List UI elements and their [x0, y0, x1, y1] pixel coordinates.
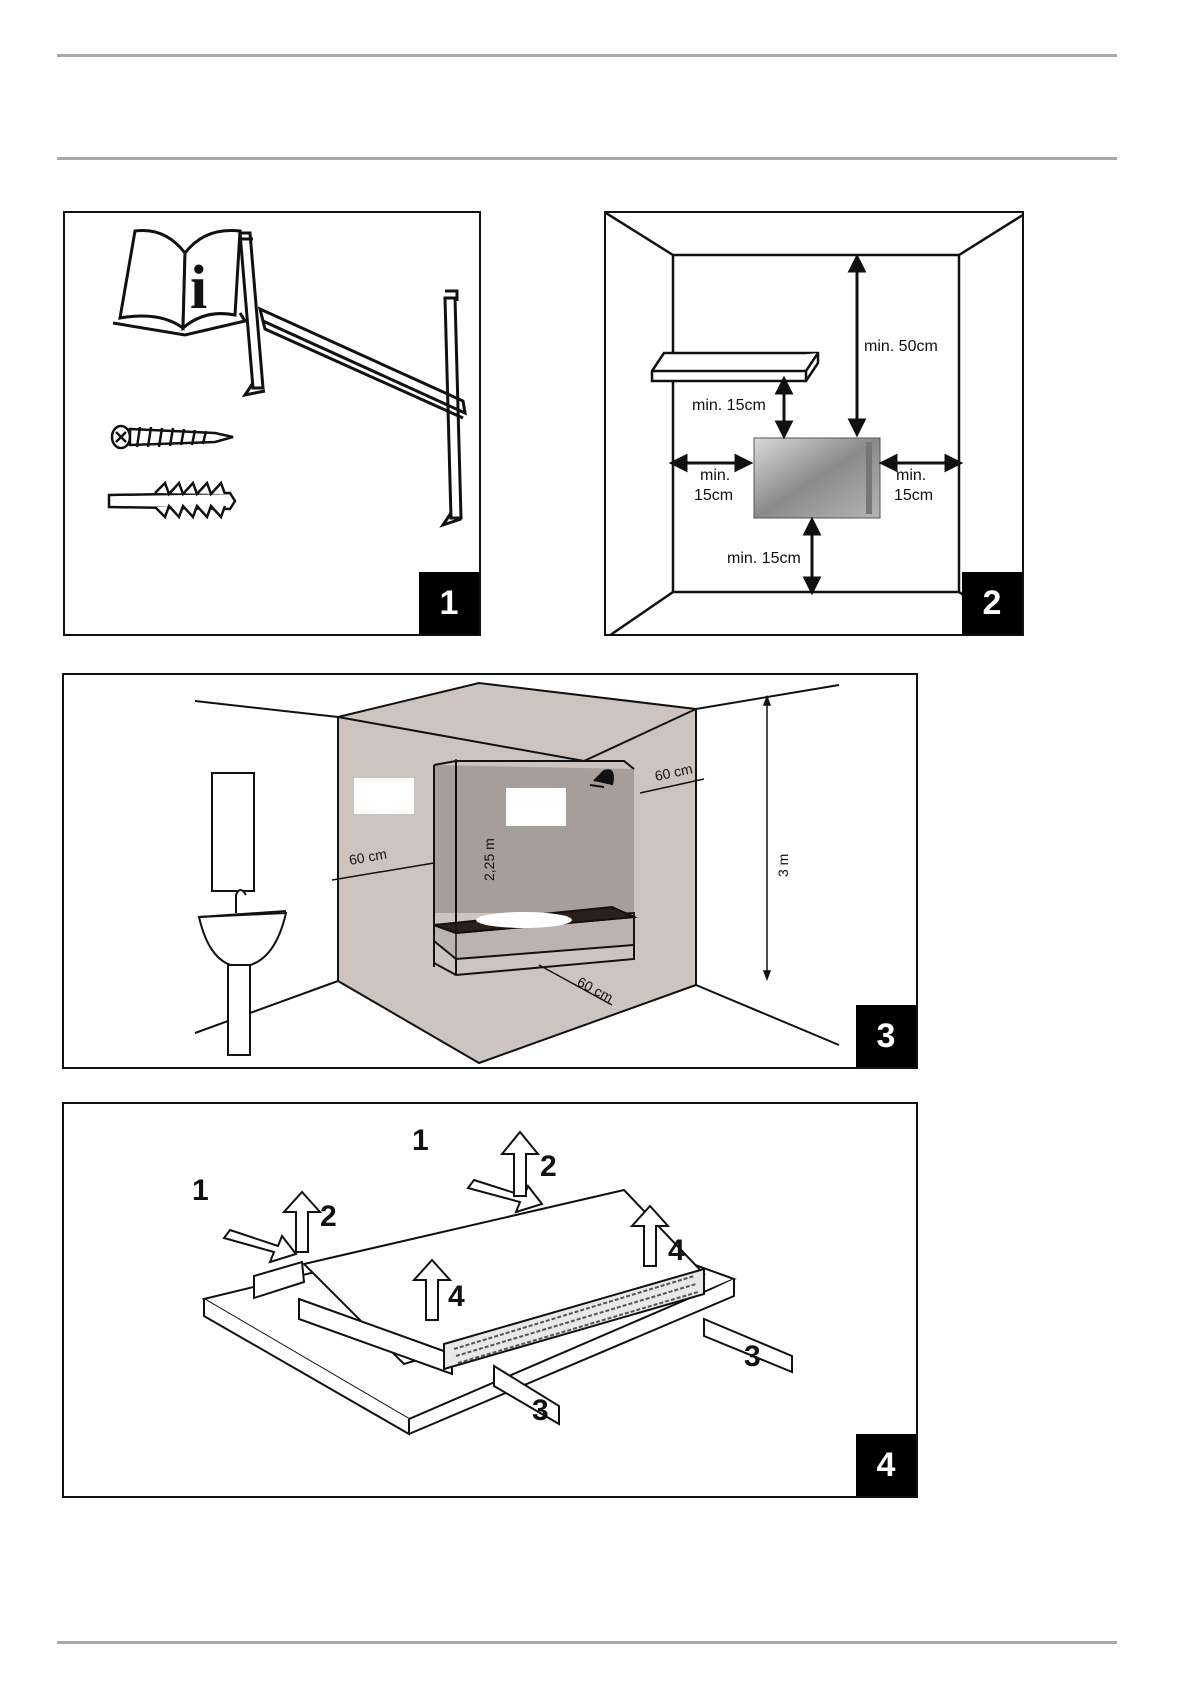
- heater-unit: [754, 438, 880, 518]
- callout-3b: 3: [532, 1394, 549, 1427]
- svg-text:i: i: [190, 254, 207, 322]
- label-min-left-b: 15cm: [694, 487, 733, 504]
- callout-4b: 4: [668, 1234, 685, 1267]
- label-tub-height: 2,25 m: [481, 838, 497, 881]
- callout-1b: 1: [412, 1124, 429, 1157]
- figure-1-package-contents: i 1: [63, 211, 481, 636]
- figure-3-bathroom-zones: 60 cm 2,25 m 60 cm 60 cm 3 m 3: [62, 673, 918, 1069]
- label-min-right-b: 15cm: [894, 487, 933, 504]
- callout-2a: 2: [320, 1200, 337, 1233]
- footer-rule: [57, 1641, 1117, 1644]
- figure-4-assembly-steps: 1 1 2 2 3 3 4 4 4: [62, 1102, 918, 1498]
- figure-2-clearances: min. 50cm min. 15cm min. 15cm min. 15cm …: [604, 211, 1024, 636]
- label-min-shelf: min. 15cm: [692, 397, 766, 414]
- clearance-arrows: [672, 257, 960, 592]
- callout-1a: 1: [192, 1174, 209, 1207]
- figure-number-badge: 2: [962, 572, 1022, 634]
- figure-3-drawing: 60 cm 2,25 m 60 cm 60 cm 3 m: [64, 675, 918, 1069]
- protected-zone: [338, 683, 696, 1063]
- label-min-right-a: min.: [896, 467, 926, 484]
- callout-2b: 2: [540, 1150, 557, 1183]
- figure-number-badge: 4: [856, 1434, 916, 1496]
- callout-4a: 4: [448, 1280, 465, 1313]
- header-rule-bottom: [57, 157, 1117, 160]
- label-min-bottom: min. 15cm: [727, 550, 801, 567]
- wall-plug-icon: [109, 483, 235, 517]
- figure-number-badge: 1: [419, 572, 479, 634]
- label-min-top: min. 50cm: [864, 338, 938, 355]
- label-room-height: 3 m: [775, 854, 791, 877]
- screw-icon: [112, 426, 233, 448]
- figure-4-drawing: 1 1 2 2 3 3 4 4: [64, 1104, 918, 1498]
- label-min-left-a: min.: [700, 467, 730, 484]
- header-rule-top: [57, 54, 1117, 57]
- figure-number-badge: 3: [856, 1005, 916, 1067]
- callout-3a: 3: [744, 1340, 761, 1373]
- wall-bracket: [240, 233, 465, 525]
- sink-and-mirror: [199, 773, 286, 1055]
- manual-info-icon: i: [113, 230, 245, 335]
- shelf: [652, 353, 818, 381]
